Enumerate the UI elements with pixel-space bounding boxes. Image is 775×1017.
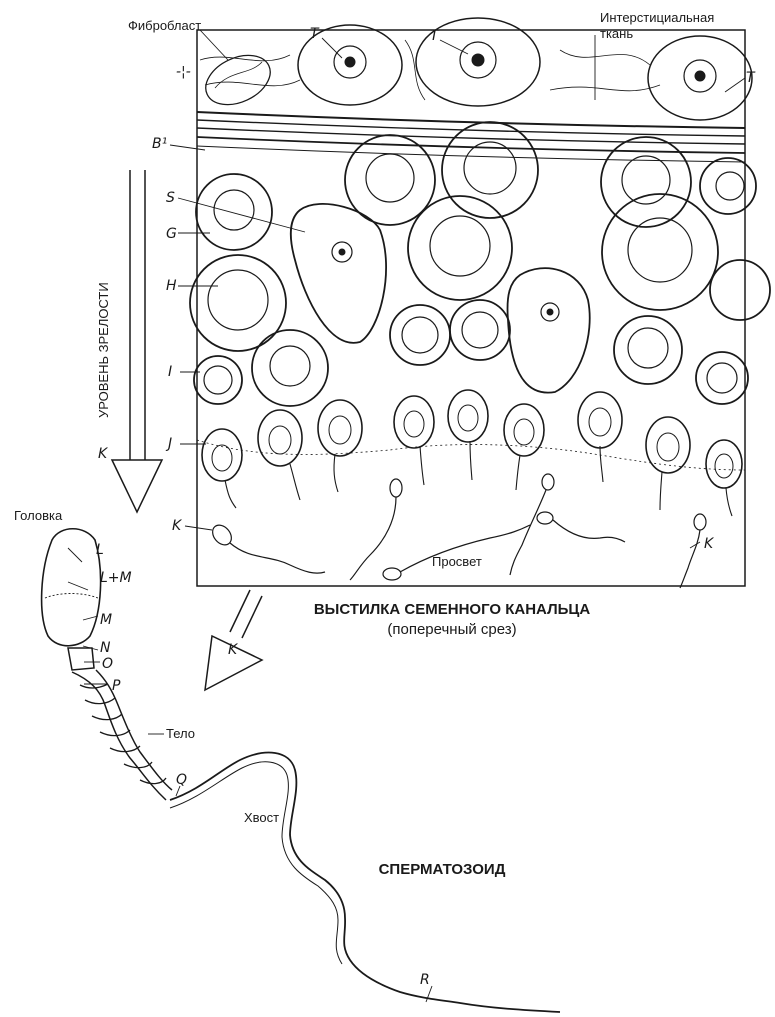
lumen-label: Просвет (432, 554, 482, 569)
spermatozoon-title: СПЕРМАТОЗОИД (379, 861, 506, 878)
letter-i: I (168, 364, 172, 380)
letter-k-arrow: K (98, 446, 109, 462)
section-title: ВЫСТИЛКА СЕМЕННОГО КАНАЛЬЦА (314, 601, 591, 618)
letter-l: L (96, 542, 104, 558)
letter-b1: B¹ (152, 136, 167, 152)
letter-n: N (100, 640, 111, 656)
maturity-arrow (112, 170, 162, 512)
letter-h: H (166, 278, 177, 294)
letter-fibroblast-star: -¦- (176, 64, 191, 80)
spermatozoon-exit-arrow (205, 590, 262, 690)
letter-p: P (112, 678, 121, 694)
maturity-axis-label: УРОВЕНЬ ЗРЕЛОСТИ (96, 282, 111, 418)
letter-m: M (100, 612, 112, 628)
letter-lm: L+M (100, 570, 132, 586)
head-label: Головка (14, 508, 63, 523)
letter-k-lumen-left: K (172, 518, 183, 534)
tubule-section (190, 18, 770, 588)
interstitial-label-line1: Интерстициальная (600, 10, 714, 25)
fibroblast-label: Фибробласт (128, 18, 201, 33)
tail-label: Хвост (244, 810, 279, 825)
section-subtitle: (поперечный срез) (387, 621, 516, 638)
body-label: Тело (166, 726, 195, 741)
letter-o: O (102, 656, 113, 672)
interstitial-label-line2: ткань (600, 26, 633, 41)
letter-s: S (166, 190, 175, 206)
letter-g: G (166, 226, 177, 242)
letter-t-1: T (310, 26, 320, 42)
letter-t-3: T (746, 70, 756, 86)
letter-r: R (420, 972, 430, 988)
letter-q: Q (176, 772, 187, 788)
letter-t-2: T (430, 28, 440, 44)
letter-j: J (165, 436, 172, 452)
